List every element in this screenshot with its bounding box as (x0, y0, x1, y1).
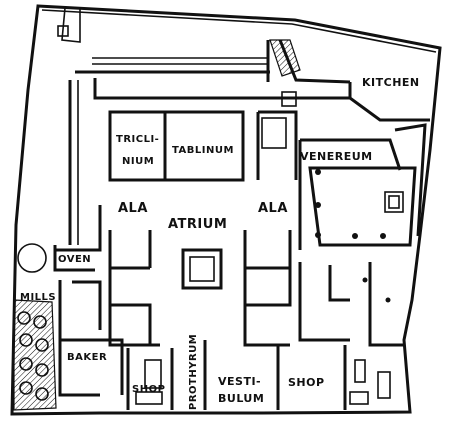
label-atrium: ATRIUM (168, 217, 227, 232)
rear-garden (57, 7, 351, 245)
outer-walls (10, 4, 442, 416)
label-tablinum: TABLINUM (172, 145, 234, 156)
label-baker: BAKER (67, 352, 107, 363)
label-shop-right: SHOP (288, 376, 325, 389)
label-vestibulum-line1: VESTI- (218, 375, 261, 388)
kitchen-walls (296, 82, 430, 122)
label-triclinium-line1: TRICLI- (116, 134, 159, 145)
label-triclinium-line2: NIUM (122, 156, 154, 167)
label-shop-left: SHOP (132, 384, 165, 395)
atrium-walls (108, 230, 292, 347)
bakery-rooms (13, 205, 124, 411)
label-venereum: VENEREUM (300, 150, 373, 163)
label-kitchen: KITCHEN (362, 76, 420, 89)
label-prothyrum: PROTHYRUM (188, 334, 199, 410)
reception-rooms (108, 110, 298, 182)
peristyle (298, 123, 427, 250)
label-vestibulum-line2: BULUM (218, 392, 264, 405)
label-ala-right: ALA (258, 201, 288, 216)
label-ala-left: ALA (118, 201, 148, 216)
label-mills: MILLS (20, 292, 56, 303)
label-oven: OVEN (58, 254, 91, 265)
front-rooms (126, 262, 405, 410)
